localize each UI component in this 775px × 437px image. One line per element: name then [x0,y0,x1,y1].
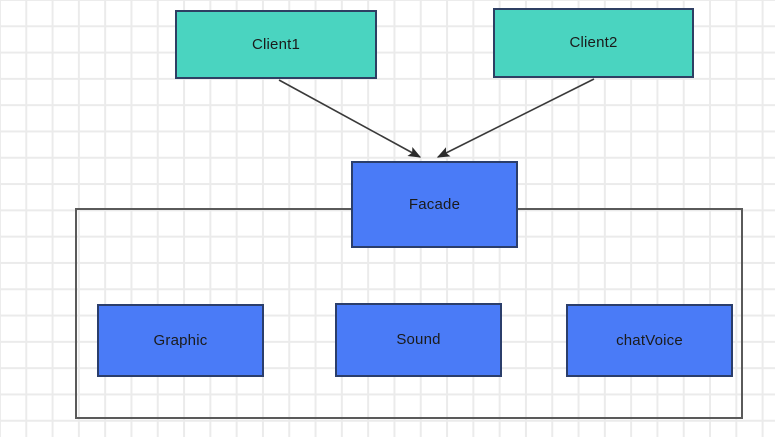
edge-client1-to-facade [278,79,422,158]
node-facade-label: Facade [408,195,461,213]
node-graphic[interactable]: Graphic [97,304,264,377]
node-client1[interactable]: Client1 [175,10,377,79]
node-facade[interactable]: Facade [351,161,518,248]
edge-client2-to-facade [436,78,595,158]
node-chatvoice-label: chatVoice [616,331,683,349]
node-sound-label: Sound [396,331,441,348]
node-client1-label: Client1 [251,35,301,53]
node-client2[interactable]: Client2 [493,8,694,78]
node-graphic-label: Graphic [153,331,208,349]
node-client2-label: Client2 [569,34,618,51]
node-sound[interactable]: Sound [335,303,502,377]
node-chatvoice[interactable]: chatVoice [566,304,733,377]
